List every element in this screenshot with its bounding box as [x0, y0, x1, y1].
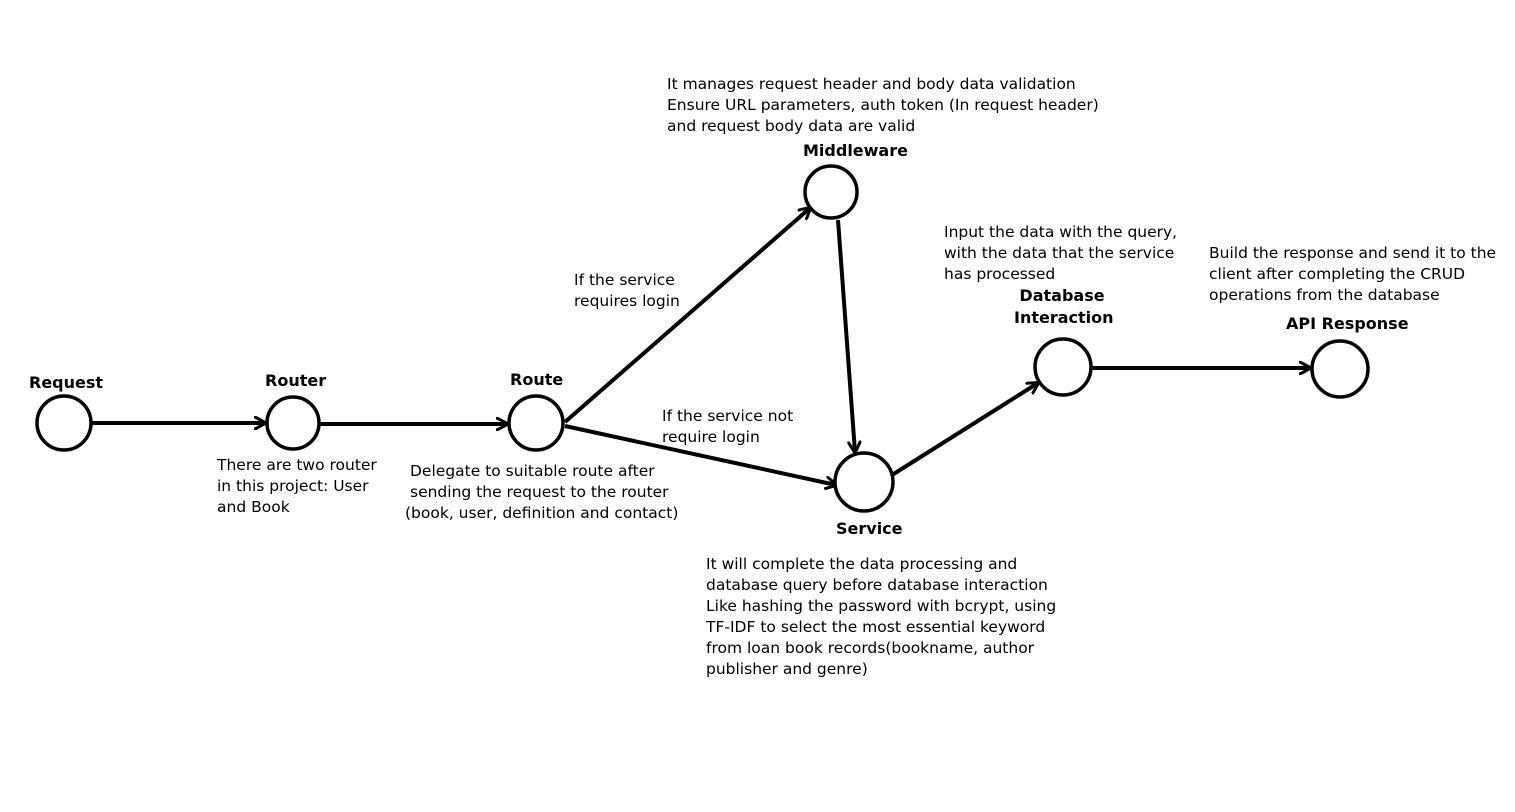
note-line: and request body data are valid	[667, 117, 916, 135]
note-line: has processed	[944, 265, 1056, 283]
note-line: with the data that the service	[944, 244, 1175, 262]
api-response-title: API Response	[1286, 314, 1409, 333]
requires-login-note: If the service requires login	[574, 270, 680, 312]
note-line: sending the request to the router	[410, 483, 669, 501]
note-line: It manages request header and body data …	[667, 75, 1076, 93]
note-line: require login	[662, 428, 760, 446]
database-interaction-title: Database Interaction	[1014, 285, 1114, 329]
note-line: Like hashing the password with bcrypt, u…	[706, 597, 1057, 615]
request-node	[35, 394, 93, 452]
note-line: Ensure URL parameters, auth token (In re…	[667, 96, 1099, 114]
note-line: from loan book records(bookname, author	[706, 639, 1035, 657]
route-title: Route	[510, 370, 564, 389]
note-line: database query before database interacti…	[706, 576, 1048, 594]
note-line: client after completing the CRUD	[1209, 265, 1466, 283]
router-node	[265, 395, 321, 451]
note-line: in this project: User	[217, 477, 369, 495]
note-line: operations from the database	[1209, 286, 1440, 304]
middleware-note: It manages request header and body data …	[667, 74, 1099, 137]
request-title: Request	[29, 373, 104, 392]
note-line: Build the response and send it to the	[1209, 244, 1497, 262]
note-line: There are two router	[217, 456, 377, 474]
note-line: If the service not	[662, 407, 794, 425]
note-line: and Book	[217, 498, 290, 516]
note-line: Input the data with the query,	[944, 223, 1178, 241]
router-title: Router	[265, 371, 327, 390]
database-interaction-node	[1033, 337, 1093, 397]
database-note: Input the data with the query, with the …	[944, 222, 1177, 285]
middleware-title: Middleware	[803, 141, 908, 160]
api-response-node	[1310, 339, 1370, 399]
api-response-note: Build the response and send it to the cl…	[1209, 243, 1496, 306]
note-line: TF-IDF to select the most essential keyw…	[706, 618, 1046, 636]
route-node	[507, 394, 565, 452]
edge-route-to-middleware	[563, 208, 810, 424]
service-note: It will complete the data processing and…	[706, 554, 1056, 680]
route-note: Delegate to suitable route after sending…	[405, 461, 678, 524]
service-title: Service	[836, 519, 903, 538]
edge-service-to-database	[890, 383, 1038, 477]
note-line: It will complete the data processing and	[706, 555, 1018, 573]
router-note: There are two router in this project: Us…	[217, 455, 377, 518]
middleware-node	[803, 164, 859, 220]
note-line: Delegate to suitable route after	[410, 462, 655, 480]
note-line: requires login	[574, 292, 680, 310]
database-title-line-1: Database	[1019, 286, 1105, 305]
note-line: If the service	[574, 271, 675, 289]
note-line: publisher and genre)	[706, 660, 868, 678]
database-title-line-2: Interaction	[1014, 308, 1114, 327]
service-node	[833, 451, 895, 513]
edge-route-to-service	[564, 424, 836, 485]
not-require-login-note: If the service not require login	[662, 406, 793, 448]
note-line: (book, user, definition and contact)	[405, 504, 679, 522]
edge-middleware-to-service	[836, 219, 855, 452]
